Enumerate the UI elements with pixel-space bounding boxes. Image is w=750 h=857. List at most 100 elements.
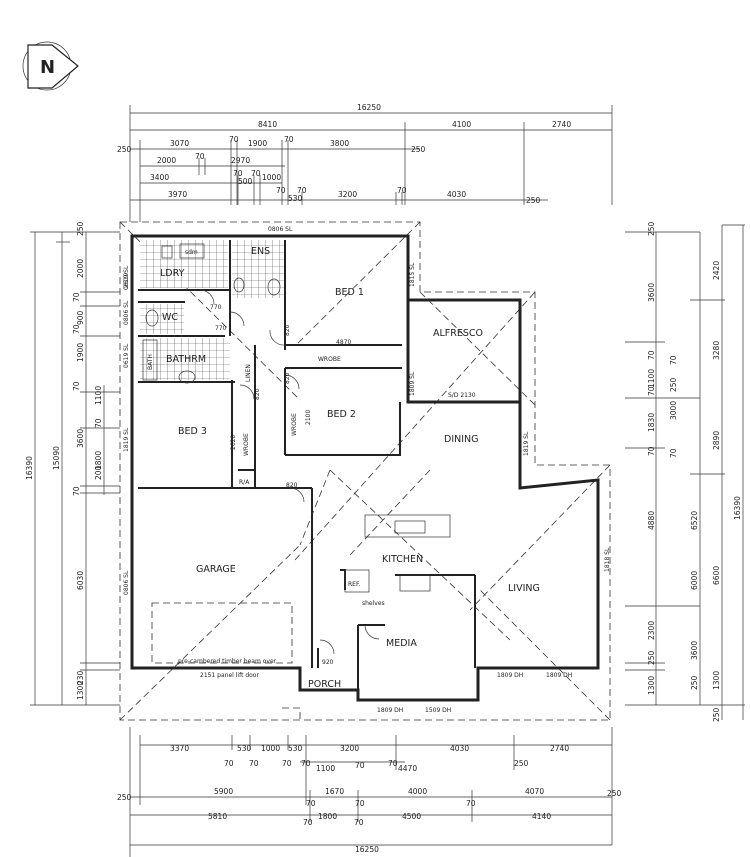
room-ldry: LDRY [160, 268, 185, 279]
room-wrobe3: WROBE [243, 433, 250, 456]
north-arrow: N [22, 41, 79, 91]
dim-bottom-r4-3: 70 [354, 818, 364, 827]
room-wc: WC [162, 312, 178, 323]
dim-bottom-r1-5: 4030 [450, 744, 469, 753]
dimensions-bottom [129, 727, 613, 857]
window-ldry: 0619 SL [123, 265, 130, 290]
dim-right-b-8: 250 [690, 675, 699, 690]
fridge-icon [344, 569, 370, 593]
dim-bottom-r2-2: 4470 [398, 764, 417, 773]
room-bath: BATH [147, 354, 154, 370]
dim-right-a-3: 1100 [647, 369, 656, 388]
dim-top-r5-0: 3970 [168, 190, 187, 199]
dim-top-r2-4: 70 [284, 135, 294, 144]
window-bed3: 1819 SL [123, 427, 130, 452]
door-11: 2100 [305, 410, 312, 425]
dim-right-a-6: 70 [647, 446, 656, 456]
dim-bottom-r3-4: 70 [355, 799, 365, 808]
dim-top-r1-1: 4100 [452, 120, 471, 129]
roof-outline [119, 221, 611, 721]
dimension-labels-top: 16250 8410 4100 2740 250 3070 70 1900 70… [117, 103, 571, 205]
room-alfresco: ALFRESCO [433, 328, 483, 339]
dim-top-r5-3: 70 [297, 186, 307, 195]
wet-area-tiles [140, 240, 284, 380]
dim-top-r3-0: 2000 [157, 156, 176, 165]
dim-right-c-0: 70 [669, 355, 678, 365]
dim-left-b-1: 1800 [94, 451, 103, 470]
dim-right-a-4: 70 [647, 386, 656, 396]
door-9: 920 [322, 659, 334, 666]
dimensions-right [625, 224, 745, 720]
dim-right-a-5: 1830 [647, 413, 656, 432]
dim-right-b-4: 6520 [690, 511, 699, 530]
dim-top-r2-0: 250 [117, 145, 132, 154]
room-bathrm: BATHRM [166, 354, 206, 365]
dim-bottom-r3-3: 1670 [325, 787, 344, 796]
window-media2: 1509 DH [425, 707, 451, 714]
dim-top-r5-4: 3200 [338, 190, 357, 199]
tub-icon [161, 245, 173, 259]
dim-bottom-r2-0: 1100 [316, 764, 335, 773]
room-dining: DINING [444, 434, 479, 445]
door-10: 2620 [230, 435, 237, 450]
dim-bottom-r1s-5: 250 [514, 759, 529, 768]
toilet-icon [267, 278, 281, 296]
window-top: 0806 SL [268, 226, 293, 233]
window-labels: 0806 SL 0619 SL 0806 SL 0619 SL 1819 SL … [123, 226, 611, 714]
garage-door-outline [151, 602, 293, 664]
dim-left-c-0: 200 [94, 465, 103, 480]
dim-left-a-3: 900 [76, 310, 85, 325]
sink-icon [394, 520, 426, 534]
dim-top-r4-2: 500 [238, 177, 253, 186]
window-media1: 1809 DH [377, 707, 403, 714]
cooktop-icon [399, 574, 431, 592]
note-beam: pre-cambered timber beam over [178, 658, 277, 665]
interior-walls [138, 240, 476, 690]
dim-right-a-7: 4880 [647, 511, 656, 530]
dim-right-b-9: 1300 [712, 671, 721, 690]
dim-right-a-10: 250 [647, 650, 656, 665]
dim-top-r2-6: 250 [411, 145, 426, 154]
dim-bottom-r3-7: 4070 [525, 787, 544, 796]
dim-bottom-r1s-4: 70 [388, 759, 398, 768]
dim-bottom-r3-5: 4000 [408, 787, 427, 796]
dim-right-a-1: 3600 [647, 283, 656, 302]
room-linen: LINEN [245, 364, 252, 382]
dim-bottom-r1-1: 530 [237, 744, 252, 753]
window-bed2: 1809 SL [409, 371, 416, 396]
room-ra: R/A [239, 479, 250, 486]
window-bath: 0619 SL [123, 343, 130, 368]
dim-left-a-9: 3600 [76, 429, 85, 448]
dim-bottom-r1-6: 2740 [550, 744, 569, 753]
dim-bottom-r4-0: 5810 [208, 812, 227, 821]
dim-left-b-3: 6030 [76, 571, 85, 590]
dim-bottom-r1s-0: 70 [224, 759, 234, 768]
window-living-b2: 1809 DH [546, 672, 572, 679]
dim-left-total2: 15090 [52, 446, 61, 470]
room-wrobe2: WROBE [291, 413, 298, 436]
north-label: N [40, 57, 55, 78]
note-4870: 4870 [336, 339, 351, 346]
dim-right-a-12: 250 [712, 707, 721, 722]
dimension-labels-right: 250 3600 70 1100 70 1830 70 4880 2300 25… [647, 221, 742, 722]
dim-top-r3-1: 70 [195, 152, 205, 161]
door-4: 820 [284, 372, 291, 384]
dim-bottom-r4-5: 4140 [532, 812, 551, 821]
dim-right-b-2: 3000 [669, 401, 678, 420]
dim-bottom-r3-2: 70 [306, 799, 316, 808]
window-dining: 1819 SL [523, 431, 530, 456]
dim-bottom-r4-2: 1800 [318, 812, 337, 821]
dim-left-a-6: 70 [72, 381, 81, 391]
dim-left-a-10: 70 [72, 486, 81, 496]
dim-top-r4-0: 3400 [150, 173, 169, 182]
dim-bottom-r1-0: 3370 [170, 744, 189, 753]
note-sd: S/D 2130 [448, 392, 476, 399]
window-living-b1: 1809 DH [497, 672, 523, 679]
room-bed1: BED 1 [335, 287, 364, 298]
dim-top-r2-3: 1900 [248, 139, 267, 148]
dim-bottom-r1s-2: 70 [282, 759, 292, 768]
dim-top-r5-5: 70 [397, 186, 407, 195]
dim-top-overall: 16250 [357, 103, 381, 112]
dim-right-c-1: 250 [669, 377, 678, 392]
dim-bottom-r1-3: 530 [288, 744, 303, 753]
